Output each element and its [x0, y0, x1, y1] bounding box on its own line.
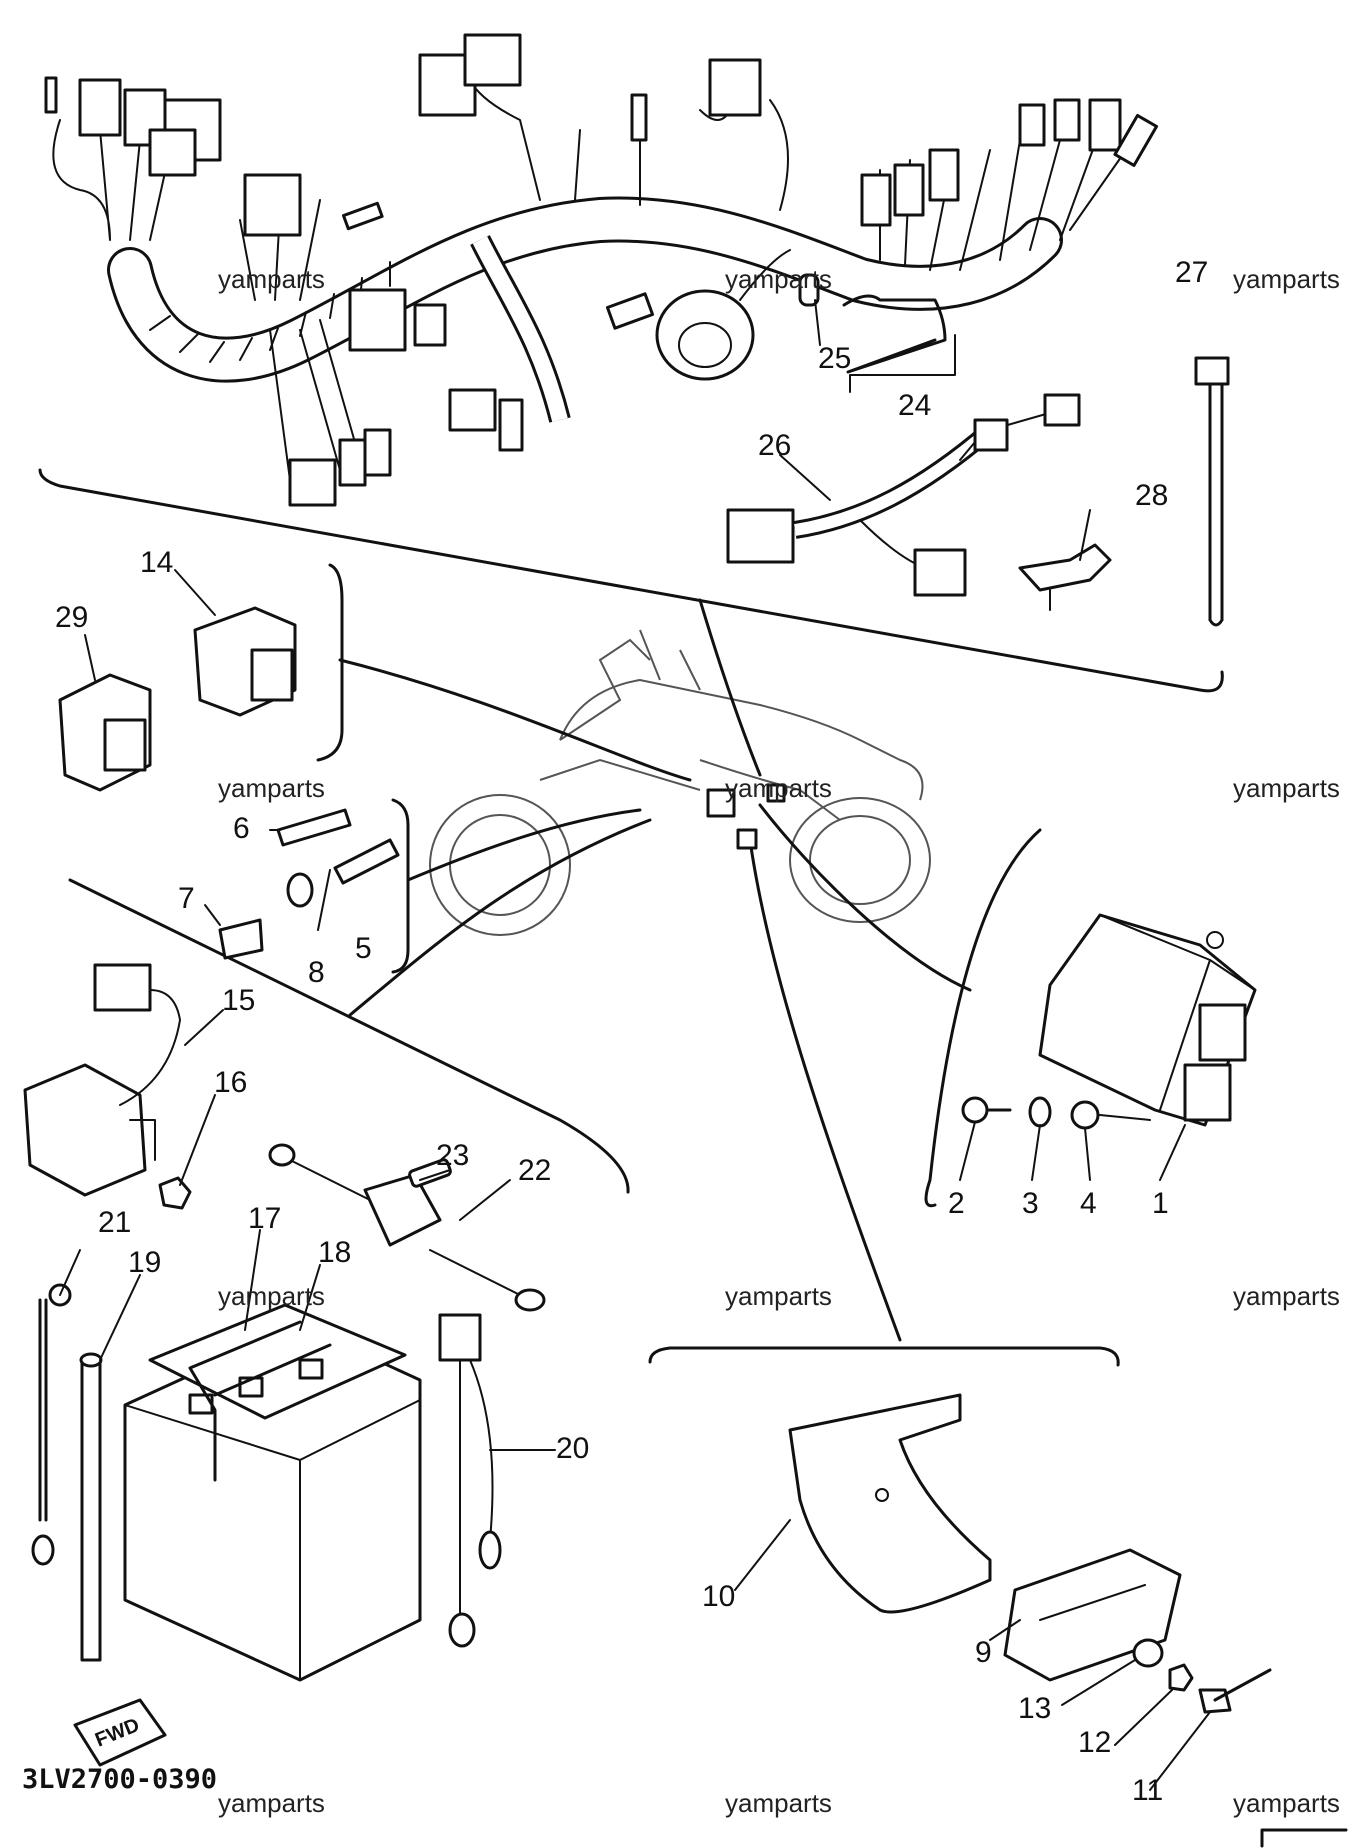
callout-13: 13 — [1018, 1692, 1051, 1725]
callout-7: 7 — [178, 882, 195, 915]
callout-19: 19 — [128, 1246, 161, 1279]
parts-11-13-fasteners — [1132, 1638, 1272, 1714]
watermark: yamparts — [725, 1788, 832, 1818]
callout-26: 26 — [758, 429, 791, 462]
watermark: yamparts — [1233, 773, 1340, 803]
callout-9: 9 — [975, 1636, 992, 1669]
part-21-cable — [31, 1283, 72, 1566]
section-dividers — [38, 468, 1224, 1367]
callout-17: 17 — [248, 1202, 281, 1235]
callout-1: 1 — [1152, 1187, 1169, 1220]
callout-29: 29 — [55, 601, 88, 634]
watermark: yamparts — [725, 773, 832, 803]
watermark: yamparts — [725, 264, 832, 294]
watermarks: yamparts yamparts yamparts yamparts yamp… — [218, 264, 1340, 1818]
callout-14: 14 — [140, 546, 173, 579]
callout-25: 25 — [818, 342, 851, 375]
part-28-clamp — [1018, 543, 1112, 611]
part-10-bracket — [788, 1393, 992, 1614]
corner-mark — [1260, 1828, 1348, 1848]
callout-20: 20 — [556, 1432, 589, 1465]
callout-15: 15 — [222, 984, 255, 1017]
part-22-fuse-holder — [268, 1143, 546, 1312]
leader-lines — [338, 598, 972, 1342]
callout-21: 21 — [98, 1206, 131, 1239]
watermark: yamparts — [1233, 1281, 1340, 1311]
callout-24: 24 — [898, 389, 931, 422]
part-20-lead — [438, 1313, 502, 1648]
callout-12: 12 — [1078, 1726, 1111, 1759]
part-1-cdi-unit — [1038, 913, 1257, 1127]
part-27-cable-tie — [1194, 356, 1230, 627]
callout-18: 18 — [318, 1236, 351, 1269]
callout-2: 2 — [948, 1187, 965, 1220]
callout-6: 6 — [233, 812, 250, 845]
part-29-relay — [58, 673, 152, 792]
fwd-arrow: FWD — [73, 1698, 167, 1767]
part-19-cable — [79, 1352, 103, 1662]
watermark: yamparts — [1233, 264, 1340, 294]
watermark: yamparts — [218, 1788, 325, 1818]
watermark: yamparts — [218, 1281, 325, 1311]
callout-22: 22 — [518, 1154, 551, 1187]
callout-8: 8 — [308, 956, 325, 989]
watermark: yamparts — [218, 264, 325, 294]
callout-16: 16 — [214, 1066, 247, 1099]
watermark: yamparts — [218, 773, 325, 803]
part-17-battery — [123, 1303, 422, 1682]
part-code: 3LV2700-0390 — [22, 1764, 217, 1795]
main-wire-harness — [44, 33, 1159, 507]
callout-leaders — [59, 299, 1211, 1791]
callout-27: 27 — [1175, 256, 1208, 289]
watermark: yamparts — [725, 1281, 832, 1311]
part-16-nut — [158, 1176, 192, 1210]
callout-numbers: 1 2 3 4 5 6 7 8 9 10 11 12 13 14 15 16 1… — [55, 256, 1208, 1807]
callout-11: 11 — [1132, 1774, 1163, 1807]
callout-5: 5 — [355, 932, 372, 965]
part-15-starter-relay — [23, 963, 181, 1197]
part-26-sub-harness — [726, 393, 1081, 597]
callout-23: 23 — [436, 1139, 469, 1172]
callout-10: 10 — [702, 1580, 735, 1613]
callout-28: 28 — [1135, 479, 1168, 512]
callout-3: 3 — [1022, 1187, 1039, 1220]
part-14-relay — [193, 606, 297, 717]
parts-5-8-switches — [218, 808, 400, 960]
watermark: yamparts — [1233, 1788, 1340, 1818]
callout-4: 4 — [1080, 1187, 1097, 1220]
part-18-battery-band — [188, 1320, 332, 1482]
part-25-clip — [798, 273, 820, 307]
parts-2-4-fasteners — [961, 1096, 1151, 1130]
motorcycle-sketch — [429, 629, 931, 936]
